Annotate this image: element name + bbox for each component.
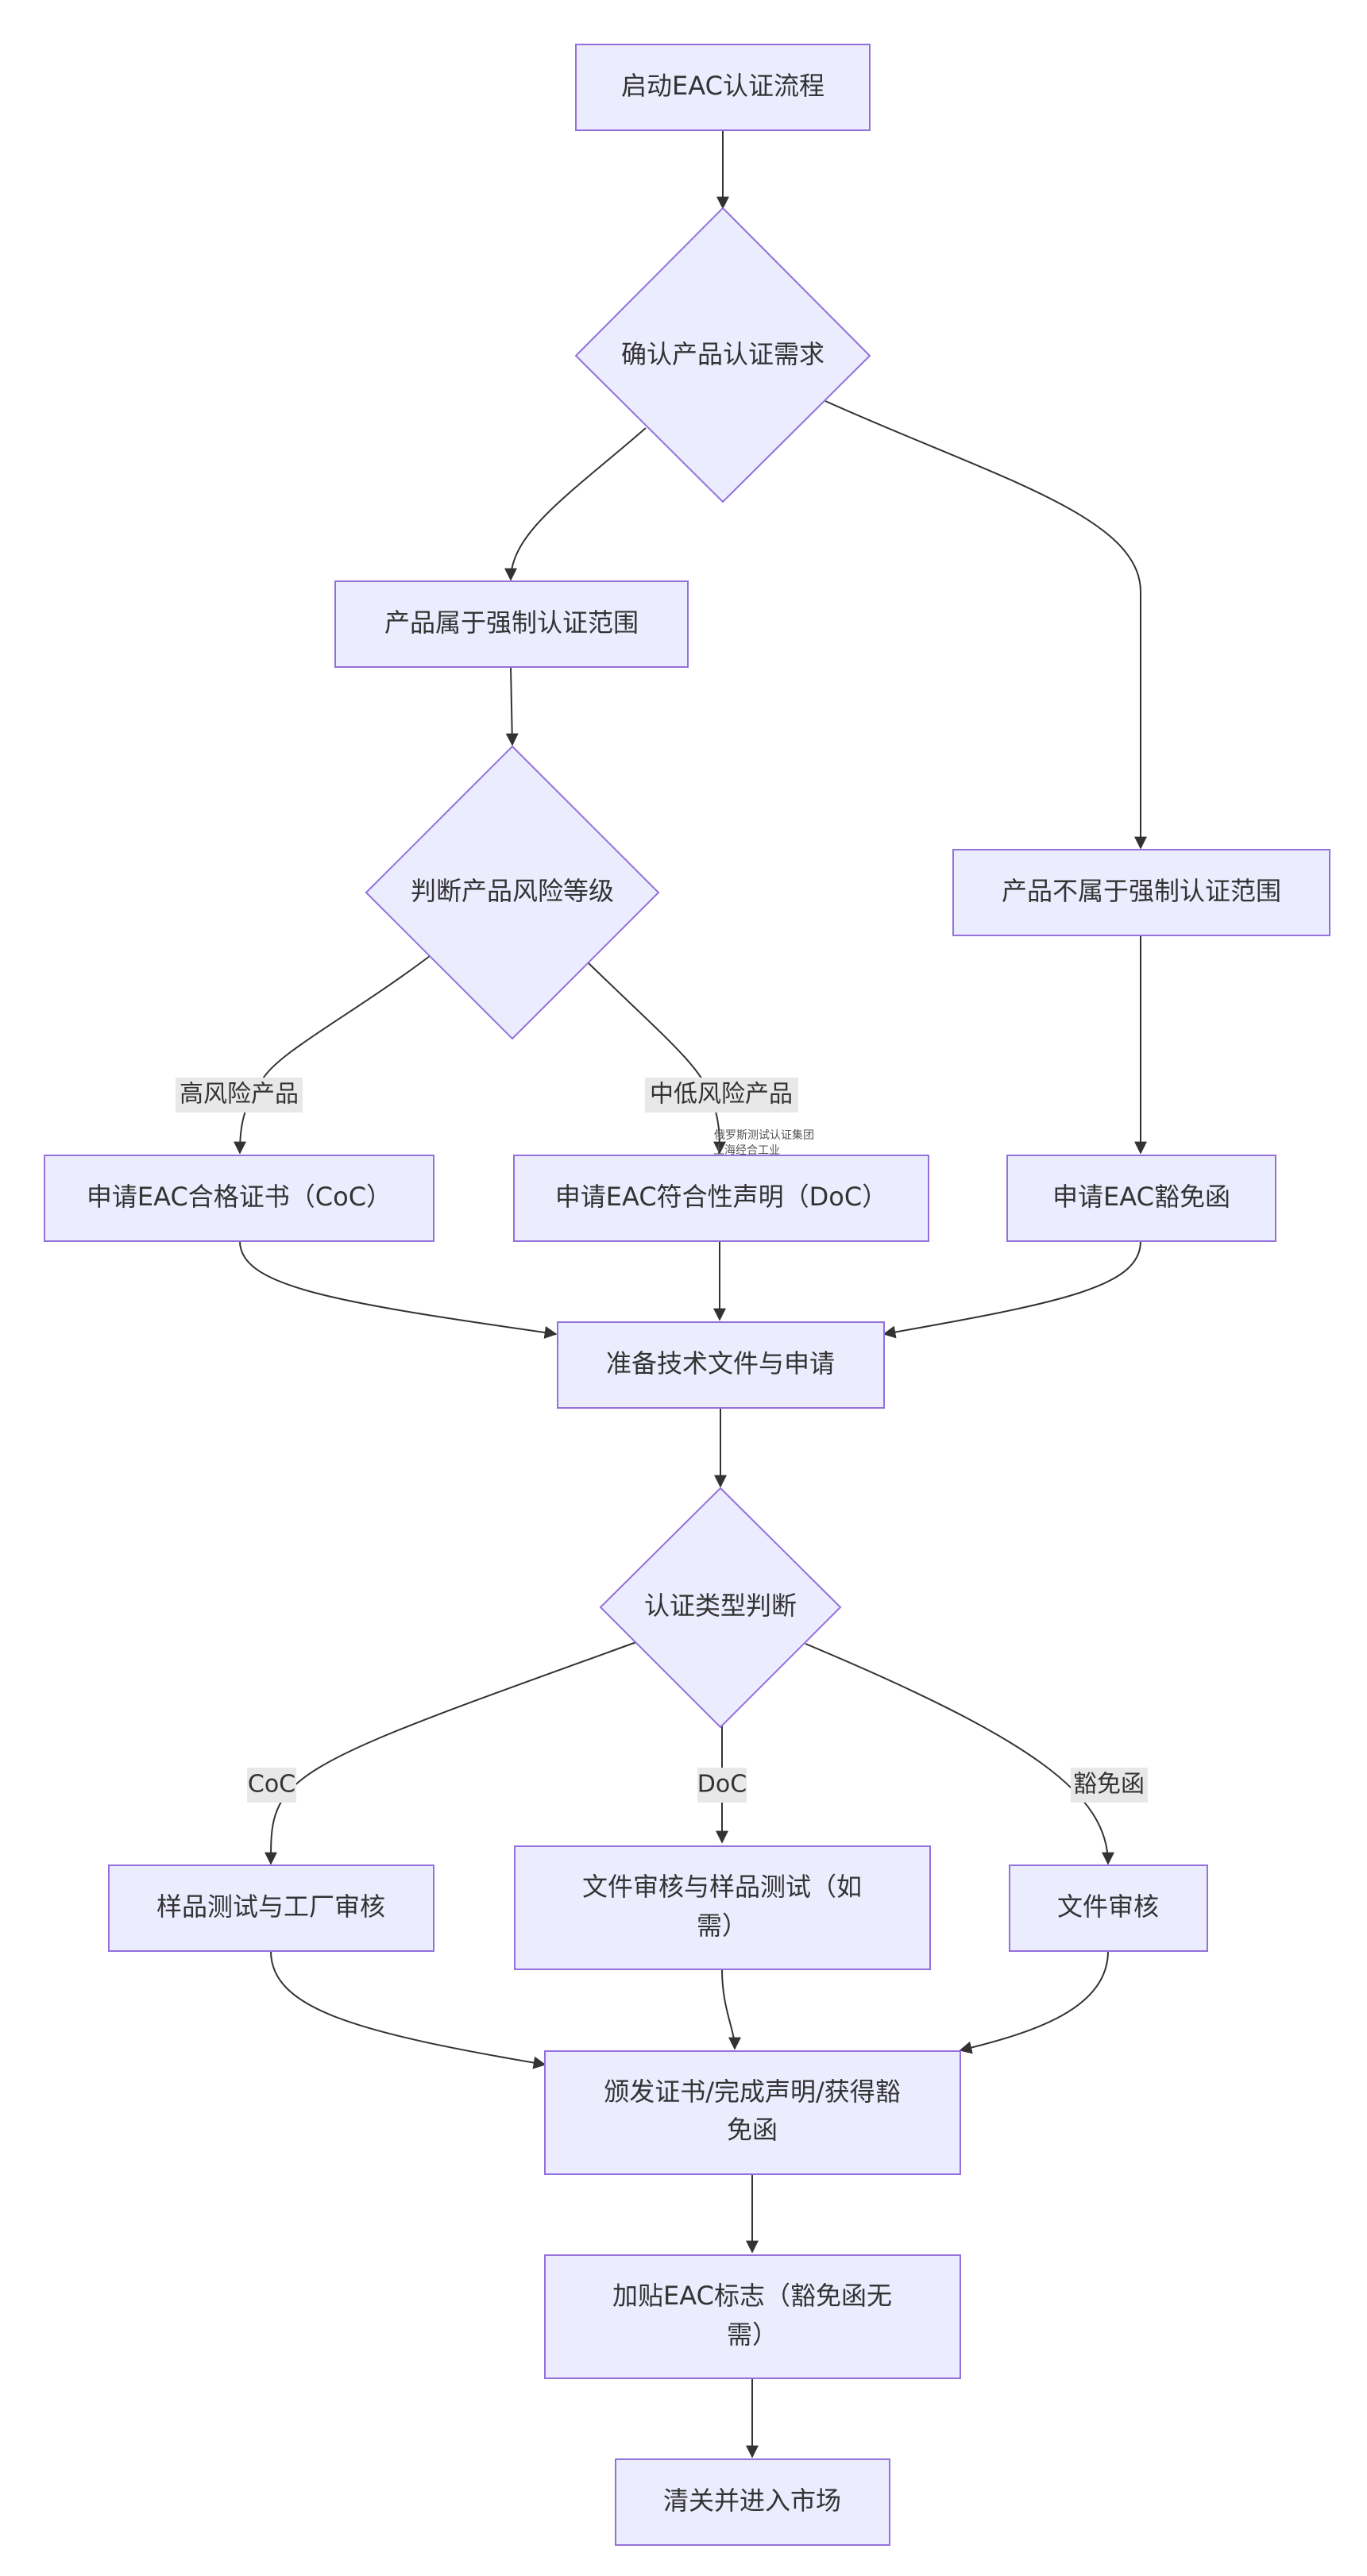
- nodes: 启动EAC认证流程 确认产品认证需求 产品属于强制认证范围 产品不属于强制认证范…: [44, 44, 1330, 2546]
- edge-coc-to-prepare: [239, 1240, 558, 1339]
- node-doc-review-test: 文件审核与样品测试（如 需）: [514, 1845, 931, 1970]
- svg-text:产品属于强制认证范围: 产品属于强制认证范围: [384, 607, 639, 638]
- node-issue: 颁发证书/完成声明/获得豁 免函: [544, 2050, 961, 2175]
- svg-text:颁发证书/完成声明/获得豁: 颁发证书/完成声明/获得豁: [604, 2077, 901, 2107]
- node-apply-exemption: 申请EAC豁免函: [1006, 1155, 1276, 1242]
- edge-doc-review-test-to-issue: [721, 1969, 741, 2050]
- edge-confirm-to-out-scope: [824, 400, 1147, 850]
- edge-labels: 高风险产品 中低风险产品 CoC DoC 豁免函: [176, 1078, 1148, 1803]
- edge-confirm-to-in-scope: [504, 427, 647, 581]
- watermark: 俄罗斯测试认证集团 上海经合工业: [713, 1128, 814, 1157]
- svg-text:上海经合工业: 上海经合工业: [713, 1144, 780, 1157]
- edge-label-high-risk: 高风险产品: [176, 1078, 303, 1113]
- svg-text:确认产品认证需求: 确认产品认证需求: [621, 339, 824, 369]
- node-prepare-docs: 准备技术文件与申请: [557, 1321, 885, 1409]
- svg-text:豁免函: 豁免函: [1073, 1771, 1145, 1799]
- node-apply-coc: 申请EAC合格证书（CoC）: [44, 1155, 434, 1242]
- svg-text:DoC: DoC: [697, 1771, 747, 1799]
- edge-sample-factory-to-issue: [270, 1950, 546, 2069]
- edge-type-to-doc-review: [805, 1643, 1114, 1865]
- edge-label-doc: DoC: [697, 1768, 747, 1803]
- svg-text:需）: 需）: [697, 1911, 747, 1941]
- svg-text:中低风险产品: 中低风险产品: [650, 1081, 793, 1109]
- decision-cert-type: 认证类型判断: [599, 1487, 842, 1729]
- decision-confirm-need: 确认产品认证需求: [574, 206, 871, 503]
- node-doc-review: 文件审核: [1009, 1865, 1208, 1952]
- svg-text:高风险产品: 高风险产品: [180, 1081, 299, 1109]
- edge-type-to-sample-factory: [265, 1641, 637, 1865]
- svg-text:免函: 免函: [727, 2115, 778, 2145]
- node-start: 启动EAC认证流程: [575, 44, 871, 131]
- svg-text:文件审核与样品测试（如: 文件审核与样品测试（如: [582, 1872, 862, 1902]
- edge-label-mid-low-risk: 中低风险产品: [645, 1078, 798, 1113]
- edge-label-coc: CoC: [247, 1768, 296, 1803]
- node-apply-doc: 申请EAC符合性声明（DoC）: [513, 1155, 929, 1242]
- svg-text:CoC: CoC: [248, 1771, 295, 1799]
- edge-in-scope-to-risk: [505, 666, 519, 746]
- svg-text:申请EAC符合性声明（DoC）: 申请EAC符合性声明（DoC）: [555, 1182, 887, 1212]
- svg-text:需）: 需）: [727, 2320, 778, 2350]
- edge-label-exemption: 豁免函: [1071, 1768, 1148, 1803]
- node-affix-mark: 加贴EAC标志（豁免函无 需）: [544, 2254, 961, 2379]
- svg-text:准备技术文件与申请: 准备技术文件与申请: [606, 1348, 835, 1379]
- svg-text:启动EAC认证流程: 启动EAC认证流程: [621, 71, 824, 101]
- node-clearance: 清关并进入市场: [615, 2458, 890, 2546]
- svg-text:认证类型判断: 认证类型判断: [644, 1591, 797, 1621]
- svg-text:加贴EAC标志（豁免函无: 加贴EAC标志（豁免函无: [612, 2281, 892, 2311]
- edge-doc-review-to-issue: [959, 1950, 1109, 2054]
- svg-text:产品不属于强制认证范围: 产品不属于强制认证范围: [1002, 876, 1281, 906]
- svg-text:申请EAC豁免函: 申请EAC豁免函: [1052, 1182, 1230, 1212]
- decision-risk-level: 判断产品风险等级: [365, 745, 660, 1040]
- node-in-scope: 产品属于强制认证范围: [334, 580, 689, 668]
- node-out-scope: 产品不属于强制认证范围: [952, 849, 1330, 936]
- edge-exemption-to-prepare: [882, 1240, 1141, 1339]
- edge-risk-to-doc: [586, 961, 726, 1155]
- svg-text:样品测试与工厂审核: 样品测试与工厂审核: [156, 1892, 385, 1922]
- node-sample-factory: 样品测试与工厂审核: [108, 1865, 434, 1952]
- svg-text:文件审核: 文件审核: [1057, 1892, 1159, 1922]
- svg-text:俄罗斯测试认证集团: 俄罗斯测试认证集团: [714, 1128, 814, 1142]
- svg-text:申请EAC合格证书（CoC）: 申请EAC合格证书（CoC）: [87, 1182, 392, 1212]
- edge-risk-to-coc: [234, 955, 431, 1155]
- svg-text:判断产品风险等级: 判断产品风险等级: [411, 876, 614, 906]
- svg-text:清关并进入市场: 清关并进入市场: [663, 2485, 841, 2516]
